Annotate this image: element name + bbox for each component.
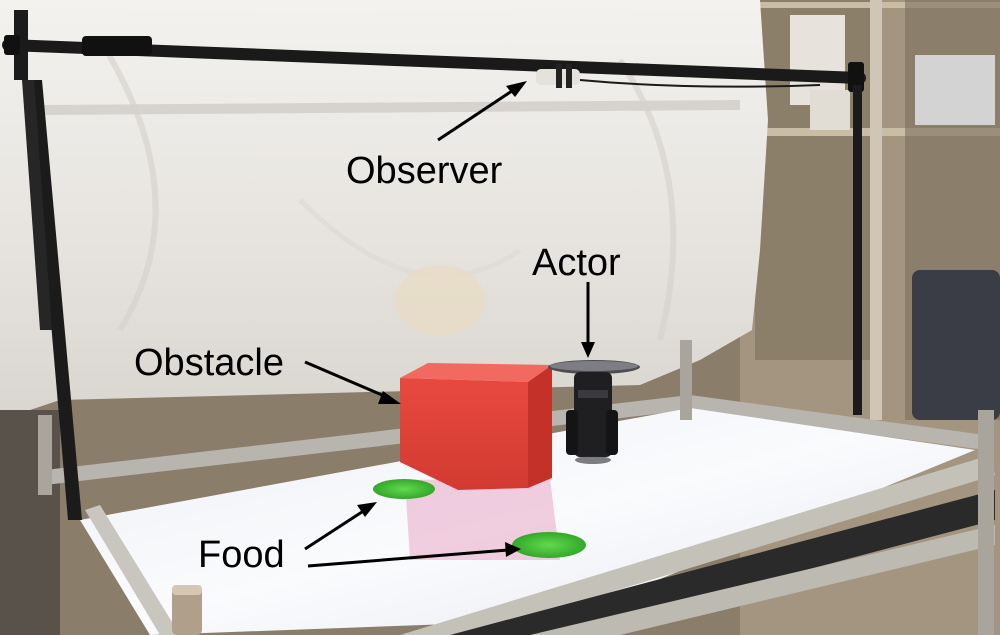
sheet-backdrop: [0, 0, 768, 420]
food-patch-right: [512, 532, 586, 558]
arrowhead-obstacle: [378, 391, 401, 404]
actor-robot: [548, 360, 640, 464]
actor-label: Actor: [532, 242, 621, 284]
obstacle-label: Obstacle: [134, 342, 284, 384]
food-patch-left: [373, 479, 435, 499]
observer-camera: [536, 64, 580, 88]
arrowhead-actor: [581, 342, 595, 358]
arrow-to-observer: [437, 87, 516, 142]
arrowhead-food-left: [357, 502, 377, 517]
food-label: Food: [198, 534, 285, 576]
camera-rig: [2, 10, 866, 520]
arrowhead-observer: [506, 81, 527, 97]
obstacle-cube: [400, 363, 552, 490]
arrow-to-food-right: [307, 548, 509, 568]
arrow-to-obstacle: [304, 360, 390, 400]
arrow-to-food-left: [304, 508, 366, 551]
arrowhead-food-right: [505, 542, 521, 557]
observer-label: Observer: [346, 150, 503, 192]
annotation-arrows: [304, 81, 595, 568]
